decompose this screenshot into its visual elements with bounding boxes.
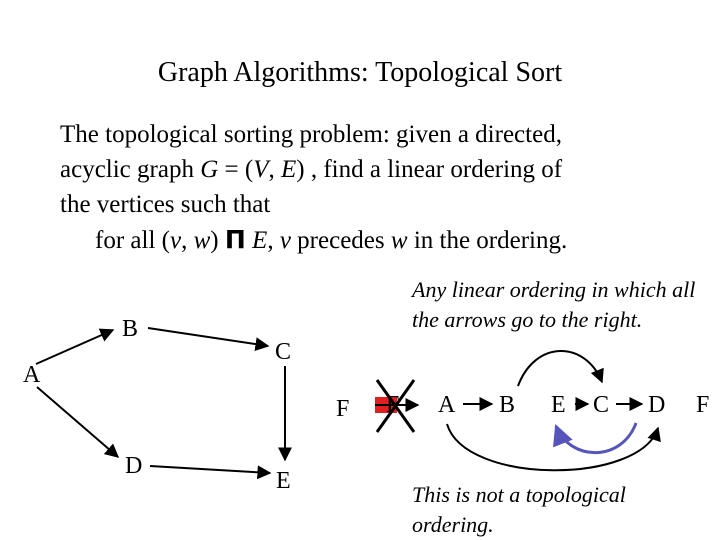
node-d: D [125,453,142,479]
note-not-topological: This is not a topological ordering. [412,482,626,537]
cross-line-2 [375,379,416,433]
note-linear-ordering: Any linear ordering in which all the arr… [412,277,696,332]
problem-statement: The topological sorting problem: given a… [60,117,660,258]
edge-a-d [36,386,120,458]
slide-title: Graph Algorithms: Topological Sort [157,57,563,88]
order-a: A [438,392,456,418]
node-e: E [276,468,291,494]
statement-line-2: acyclic graph G = (V, E) , find a linear… [60,156,563,183]
node-f: F [336,396,349,422]
statement-line-3: the vertices such that [60,191,271,218]
order-b: B [499,392,515,418]
node-b: B [122,316,138,342]
order-f-1: F [386,392,399,418]
edge-d-e [149,465,272,480]
order-f-2: F [696,392,709,418]
arc-c-e-backward [553,422,638,455]
order-e: E [551,392,566,418]
order-c: C [593,392,609,418]
node-a: A [23,362,41,388]
statement-line-1: The topological sorting problem: given a… [60,121,562,148]
edge-a-b [35,328,115,365]
statement-line-4: for all (v, w) Π E, v precedes w in the … [95,225,568,254]
order-d: D [648,392,665,418]
element-of-symbol: Π [224,225,246,254]
arc-b-c [517,350,604,387]
arc-a-d [446,423,661,472]
edge-b-c [147,327,270,352]
node-c: C [275,339,291,365]
